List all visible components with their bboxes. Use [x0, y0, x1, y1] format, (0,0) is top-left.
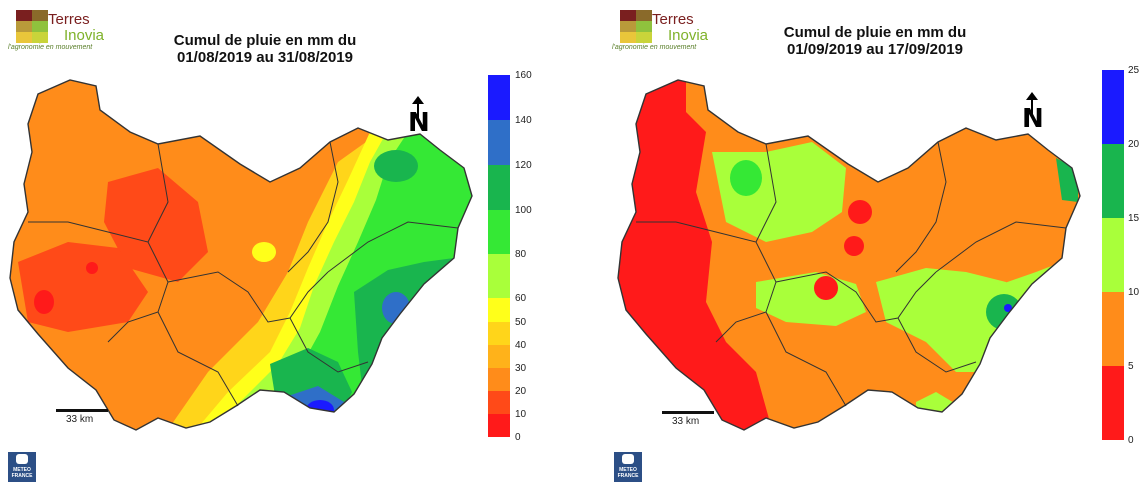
legend-tick: 15 [1128, 213, 1140, 224]
legend-tick: 40 [515, 340, 527, 351]
legend-tick: 5 [1128, 361, 1134, 372]
logo-square-4 [32, 21, 48, 32]
legend-swatch-50-60 [488, 298, 510, 322]
logo-brand-terres: Terres [48, 11, 90, 28]
legend-scale-september [1102, 70, 1124, 440]
rain-zone-0-10-west [34, 290, 54, 314]
rain-zone-15-20-east [986, 294, 1022, 330]
rain-zone-0-5-spot1 [848, 200, 872, 224]
logo-square-6 [636, 32, 652, 43]
meteo-logo-line2: FRANCE [617, 473, 639, 479]
logo-brand-inovia: Inovia [64, 27, 105, 44]
rain-zone-0-5-spot3 [814, 276, 838, 300]
meteo-logo-line2: FRANCE [11, 473, 33, 479]
rain-zone-100-120-north [374, 150, 418, 182]
legend-swatch-20-30 [488, 368, 510, 391]
rain-zone-15-20-north [730, 160, 762, 196]
legend-swatch-5-10 [1102, 292, 1124, 366]
logo-square-2 [636, 10, 652, 21]
legend-tick: 160 [515, 70, 532, 81]
legend-tick: 0 [1128, 435, 1134, 446]
legend-swatch-10-20 [488, 391, 510, 414]
rain-zone-20-25-east [1004, 304, 1012, 312]
north-arrow-icon [1026, 92, 1038, 115]
meteo-france-glyph-icon [16, 454, 28, 464]
legend-tick: 0 [515, 432, 521, 443]
logo-tagline: l'agronomie en mouvement [8, 44, 93, 51]
map-panel-august: Terres Inovia l'agronomie en mouvement C… [8, 10, 532, 482]
legend-tick: 80 [515, 249, 527, 260]
map-panel-september: Terres Inovia l'agronomie en mouvement C… [610, 0, 1140, 484]
logo-tagline: l'agronomie en mouvement [612, 44, 697, 51]
legend-tick: 50 [515, 317, 527, 328]
rain-zone-0-5-spot2 [844, 236, 864, 256]
legend-swatch-100-120 [488, 165, 510, 210]
scale-label: 33 km [66, 414, 94, 425]
logo-brand-terres: Terres [652, 11, 694, 28]
legend-tick: 10 [1128, 287, 1140, 298]
terres-inovia-logo: Terres Inovia l'agronomie en mouvement [8, 10, 128, 54]
meteo-logo-line1: METEO [13, 467, 31, 473]
north-label: N [1022, 104, 1044, 134]
logo-square-5 [620, 32, 636, 43]
scale-bar [662, 411, 714, 414]
department-borders [617, 79, 1081, 431]
scale-bar [56, 409, 108, 412]
logo-square-6 [32, 32, 48, 43]
rainfall-map-september [617, 79, 1081, 431]
meteo-france-glyph-icon [622, 454, 634, 464]
north-arrow-icon [412, 96, 424, 119]
map-title-line1: Cumul de pluie en mm du [783, 24, 967, 41]
rainfall-map-august [9, 79, 473, 431]
legend-swatch-0-10 [488, 414, 510, 437]
legend-tick: 60 [515, 293, 527, 304]
legend-tick: 20 [1128, 139, 1140, 150]
map-title-line2: 01/08/2019 au 31/08/2019 [177, 49, 353, 66]
legend-tick: 120 [515, 160, 532, 171]
logo-brand-inovia: Inovia [668, 27, 709, 44]
legend-tick: 10 [515, 409, 527, 420]
legend-swatch-80-100 [488, 210, 510, 254]
scale-label: 33 km [672, 416, 700, 427]
logo-square-2 [32, 10, 48, 21]
legend-swatch-10-15 [1102, 218, 1124, 292]
legend-tick: 20 [515, 386, 527, 397]
map-title-line2: 01/09/2019 au 17/09/2019 [787, 41, 963, 58]
north-label: N [408, 108, 430, 138]
rain-zone-0-10-centre [86, 262, 98, 274]
legend-scale-august [488, 75, 510, 437]
legend-tick: 25 [1128, 65, 1140, 76]
department-borders [9, 79, 473, 431]
terres-inovia-logo: Terres Inovia l'agronomie en mouvement [612, 10, 732, 54]
legend-tick: 100 [515, 205, 532, 216]
meteo-france-logo: METEO FRANCE [8, 452, 36, 482]
meteo-france-logo: METEO FRANCE [614, 452, 642, 482]
map-title: Cumul de pluie en mm du 01/08/2019 au 31… [150, 32, 380, 66]
map-title: Cumul de pluie en mm du 01/09/2019 au 17… [760, 24, 990, 58]
logo-square-3 [16, 21, 32, 32]
legend-tick: 140 [515, 115, 532, 126]
map-title-line1: Cumul de pluie en mm du [173, 32, 357, 49]
logo-square-3 [620, 21, 636, 32]
meteo-logo-line1: METEO [619, 467, 637, 473]
legend-swatch-60-80 [488, 254, 510, 298]
logo-square-4 [636, 21, 652, 32]
rain-zone-100-120-east [354, 258, 472, 430]
legend-swatch-20-25 [1102, 70, 1124, 144]
rain-zone-40-50-spot [252, 242, 276, 262]
rain-zone-5-10-north-east [936, 122, 1056, 202]
legend-swatch-140-160 [488, 75, 510, 120]
legend-swatch-120-140 [488, 120, 510, 165]
logo-square-1 [620, 10, 636, 21]
rain-zone-5-10-centre [756, 272, 866, 326]
legend-swatch-15-20 [1102, 144, 1124, 218]
legend-swatch-30-40 [488, 345, 510, 368]
legend-swatch-40-50 [488, 322, 510, 345]
legend-tick: 30 [515, 363, 527, 374]
logo-square-5 [16, 32, 32, 43]
legend-swatch-0-5 [1102, 366, 1124, 440]
logo-square-1 [16, 10, 32, 21]
